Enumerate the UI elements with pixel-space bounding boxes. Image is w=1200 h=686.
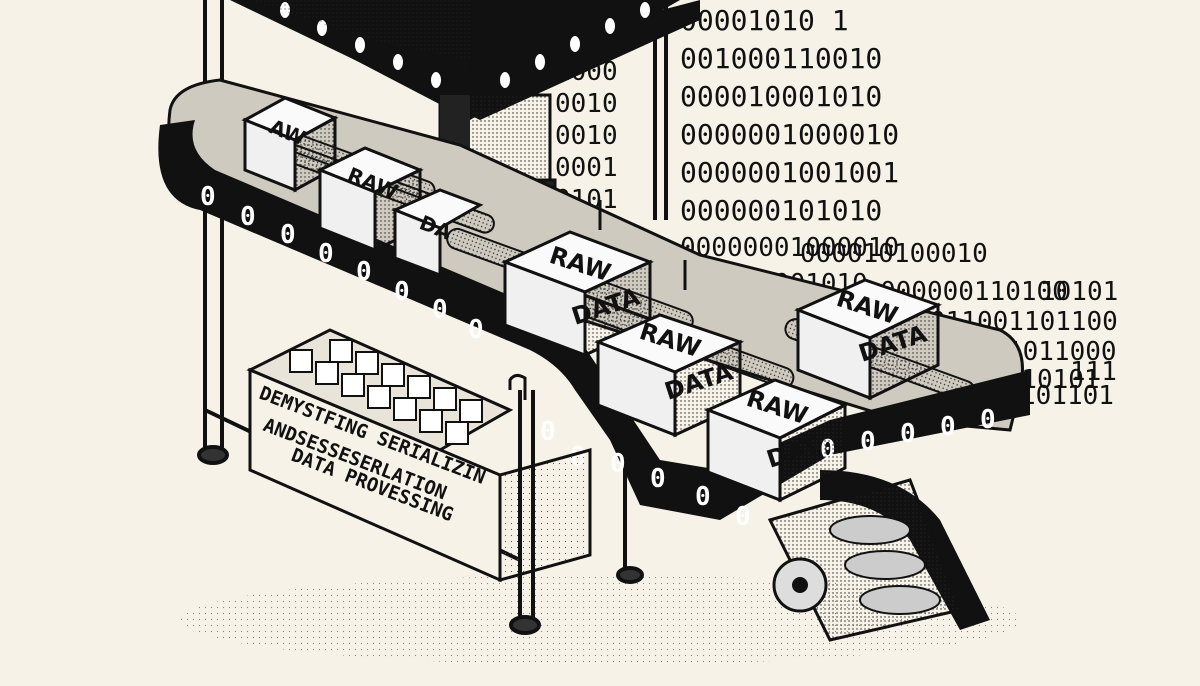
storage-bin: DEMYSTFING SERIALIZIN ANDSESSESERLATION …	[246, 328, 592, 583]
binary-row: 0010	[555, 89, 618, 119]
belt-zero: 0	[940, 412, 956, 442]
binary-row: 000010100010	[800, 239, 988, 269]
data-box: RAW DATA	[794, 278, 942, 401]
belt-zero: 0	[695, 482, 711, 512]
belt-zero: 0	[200, 182, 216, 212]
belt-zero: 0	[900, 419, 916, 449]
belt-zero: 0	[980, 405, 996, 435]
binary-row: 0001	[555, 153, 618, 183]
binary-row: 001000110010	[680, 42, 882, 75]
binary-row: 0000001000010	[680, 118, 899, 151]
binary-row: 000010001010	[680, 80, 882, 113]
belt-zero: 0	[860, 427, 876, 457]
belt-zero: 0	[356, 257, 372, 287]
belt-zero: 0	[318, 239, 334, 269]
belt-zero: 0	[240, 202, 256, 232]
binary-row: 000000101010	[680, 194, 882, 227]
binary-row: 10101	[1040, 277, 1118, 307]
binary-row: 0000001001001	[680, 156, 899, 189]
data-box: DA	[391, 188, 484, 278]
binary-row: 111	[1070, 357, 1117, 387]
top-frame-band	[230, 0, 700, 120]
data-boxes: AW RAW DA RAW DATA RAW DATA	[241, 96, 942, 503]
data-box: RAW DAT	[704, 378, 849, 503]
binary-row: 00001010 1	[680, 4, 849, 37]
belt-zero: 0	[394, 277, 410, 307]
data-box: RAW	[316, 146, 424, 253]
belt-zero: 0	[650, 464, 666, 494]
belt-zero: 0	[468, 315, 484, 345]
belt-zero: 0	[432, 295, 448, 325]
binary-row: 0010	[555, 121, 618, 151]
belt-zero: 0	[540, 417, 556, 447]
belt-zero: 0	[610, 449, 626, 479]
belt-zero: 0	[280, 220, 296, 250]
data-box: RAW DATA	[501, 230, 654, 358]
belt-zero: 0	[735, 502, 751, 532]
binary-row: 101101	[1020, 381, 1114, 411]
